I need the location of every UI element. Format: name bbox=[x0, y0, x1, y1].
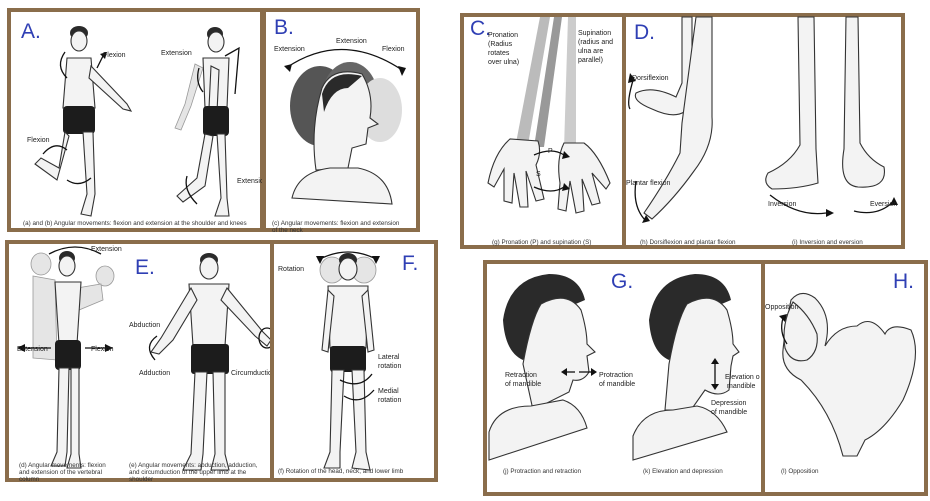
label-pronation-4: over ulna) bbox=[488, 59, 520, 66]
label-medial-1: Medial bbox=[378, 388, 399, 395]
panel-e-caption-e1: (e) Angular movements: abduction, adduct… bbox=[129, 462, 258, 469]
panel-c-caption: (g) Pronation (P) and supination (S) bbox=[492, 239, 592, 246]
panel-f: F. Rotation Lateral rotation Medial rota… bbox=[270, 240, 438, 482]
label-opposition: Opposition bbox=[765, 304, 799, 311]
panel-c-letter: C. bbox=[470, 17, 491, 40]
panel-d: D. Dorsiflexion Plantar flexion Inversio… bbox=[622, 13, 905, 249]
panel-b: B. Extension Extension Flexion (c) Angul… bbox=[262, 8, 420, 234]
label-protraction-2: of mandible bbox=[599, 381, 636, 388]
label-inversion: Inversion bbox=[768, 201, 797, 208]
panel-d-caption-i: (i) Inversion and eversion bbox=[792, 239, 863, 246]
label-retraction-2: of mandible bbox=[505, 381, 542, 388]
panel-h: H. Opposition (l) Opposition bbox=[761, 260, 928, 496]
label-neck-flexion: Flexion bbox=[382, 46, 405, 53]
label-abduction: Abduction bbox=[129, 322, 161, 329]
label-medial-2: rotation bbox=[378, 397, 402, 404]
label-depression-1: Depression bbox=[711, 400, 747, 407]
figure-forearm-pronation-supination bbox=[487, 17, 611, 214]
panel-a: A. Flexion Extension Flexion Extension (… bbox=[7, 8, 268, 232]
panel-a-caption: (a) and (b) Angular movements: flexion a… bbox=[23, 220, 247, 227]
panel-g-letter: G. bbox=[611, 270, 634, 293]
panel-e-caption-d2: and extension of the vertebral bbox=[19, 469, 102, 476]
label-flexion-shoulder: Flexion bbox=[103, 52, 126, 59]
figure-shoulder-knee-extension bbox=[174, 27, 240, 217]
figure-ankle-dorsiflexion-plantar bbox=[628, 16, 713, 223]
panel-h-caption: (l) Opposition bbox=[781, 468, 819, 475]
figure-upper-limb-abduction bbox=[148, 253, 276, 471]
label-retraction-1: Retraction bbox=[505, 372, 537, 379]
label-pronation-2: (Radius bbox=[488, 41, 513, 48]
label-supination-4: parallel) bbox=[578, 57, 603, 64]
label-circumduction: Circumduction bbox=[231, 370, 276, 377]
label-neck-extension-left: Extension bbox=[274, 46, 305, 53]
figure-head-limb-rotation bbox=[316, 251, 380, 471]
panel-b-letter: B. bbox=[274, 16, 294, 39]
panel-g: G. Retraction of mandible Protraction of… bbox=[483, 260, 767, 496]
panel-f-caption: (f) Rotation of the head, neck, and lowe… bbox=[278, 468, 404, 475]
label-eversion: Eversion bbox=[870, 201, 898, 208]
panel-d-letter: D. bbox=[634, 21, 655, 44]
panel-b-caption-2: of the neck bbox=[272, 227, 303, 234]
label-elevation-1: Elevation o bbox=[725, 374, 760, 381]
label-s: S bbox=[536, 171, 541, 178]
panel-b-caption-1: (c) Angular movements: flexion and exten… bbox=[272, 220, 400, 227]
label-neck-extension-top: Extension bbox=[336, 38, 367, 45]
figure-shoulder-knee-flexion bbox=[34, 26, 133, 217]
label-supination-3: ulna are bbox=[578, 48, 604, 55]
panel-a-letter: A. bbox=[21, 20, 41, 43]
figure-thumb-opposition bbox=[779, 292, 916, 457]
figure-mandible-protraction-retraction bbox=[488, 274, 597, 461]
label-pronation-1: Pronation bbox=[488, 32, 518, 39]
label-plantar-flexion: Plantar flexion bbox=[626, 180, 671, 187]
label-flexion-knee: Flexion bbox=[27, 137, 50, 144]
label-p: P bbox=[548, 148, 553, 155]
figure-mandible-elevation-depression bbox=[632, 274, 740, 461]
panel-f-letter: F. bbox=[402, 252, 419, 275]
panel-e-caption-d3: column bbox=[19, 476, 40, 483]
label-extension-knee: Extension bbox=[237, 178, 268, 185]
panel-e: E. Extension Extension Flexion Abduction… bbox=[5, 240, 278, 483]
panel-e-letter: E. bbox=[135, 256, 155, 279]
label-depression-2: of mandible bbox=[711, 409, 748, 416]
figure-vertebral-flexion-extension bbox=[17, 246, 115, 469]
panel-c: C. Pronation (Radius rotates over ulna) … bbox=[460, 13, 626, 249]
label-dorsiflexion: Dorsiflexion bbox=[632, 75, 669, 82]
label-rotation: Rotation bbox=[278, 266, 305, 273]
label-pronation-3: rotates bbox=[488, 50, 510, 57]
panel-d-caption-h: (h) Dorsiflexion and plantar flexion bbox=[640, 239, 736, 246]
panel-e-caption-d1: (d) Angular movements: flexion bbox=[19, 462, 106, 469]
label-extension-vertebral-left: Extension bbox=[17, 346, 48, 353]
label-supination-1: Supination bbox=[578, 30, 612, 37]
label-lateral-1: Lateral bbox=[378, 354, 400, 361]
label-extension-shoulder: Extension bbox=[161, 50, 192, 57]
label-flexion-vertebral: Flexion bbox=[91, 346, 114, 353]
panel-g-caption-j: (j) Protraction and retraction bbox=[503, 468, 582, 475]
panel-e-caption-e3: shoulder bbox=[129, 476, 154, 483]
label-extension-vertebral-top: Extension bbox=[91, 246, 122, 253]
figure-foot-inversion-eversion bbox=[765, 16, 898, 217]
label-protraction-1: Protraction bbox=[599, 372, 633, 379]
label-adduction: Adduction bbox=[139, 370, 171, 377]
panel-h-letter: H. bbox=[893, 270, 914, 293]
figure-neck-flexion-extension bbox=[284, 48, 406, 205]
label-elevation-2: mandible bbox=[727, 383, 756, 390]
label-supination-2: (radius and bbox=[578, 39, 614, 46]
label-lateral-2: rotation bbox=[378, 363, 402, 370]
panel-g-caption-k: (k) Elevation and depression bbox=[643, 468, 723, 475]
panel-e-caption-e2: and circumduction of the upper limb at t… bbox=[129, 469, 247, 476]
